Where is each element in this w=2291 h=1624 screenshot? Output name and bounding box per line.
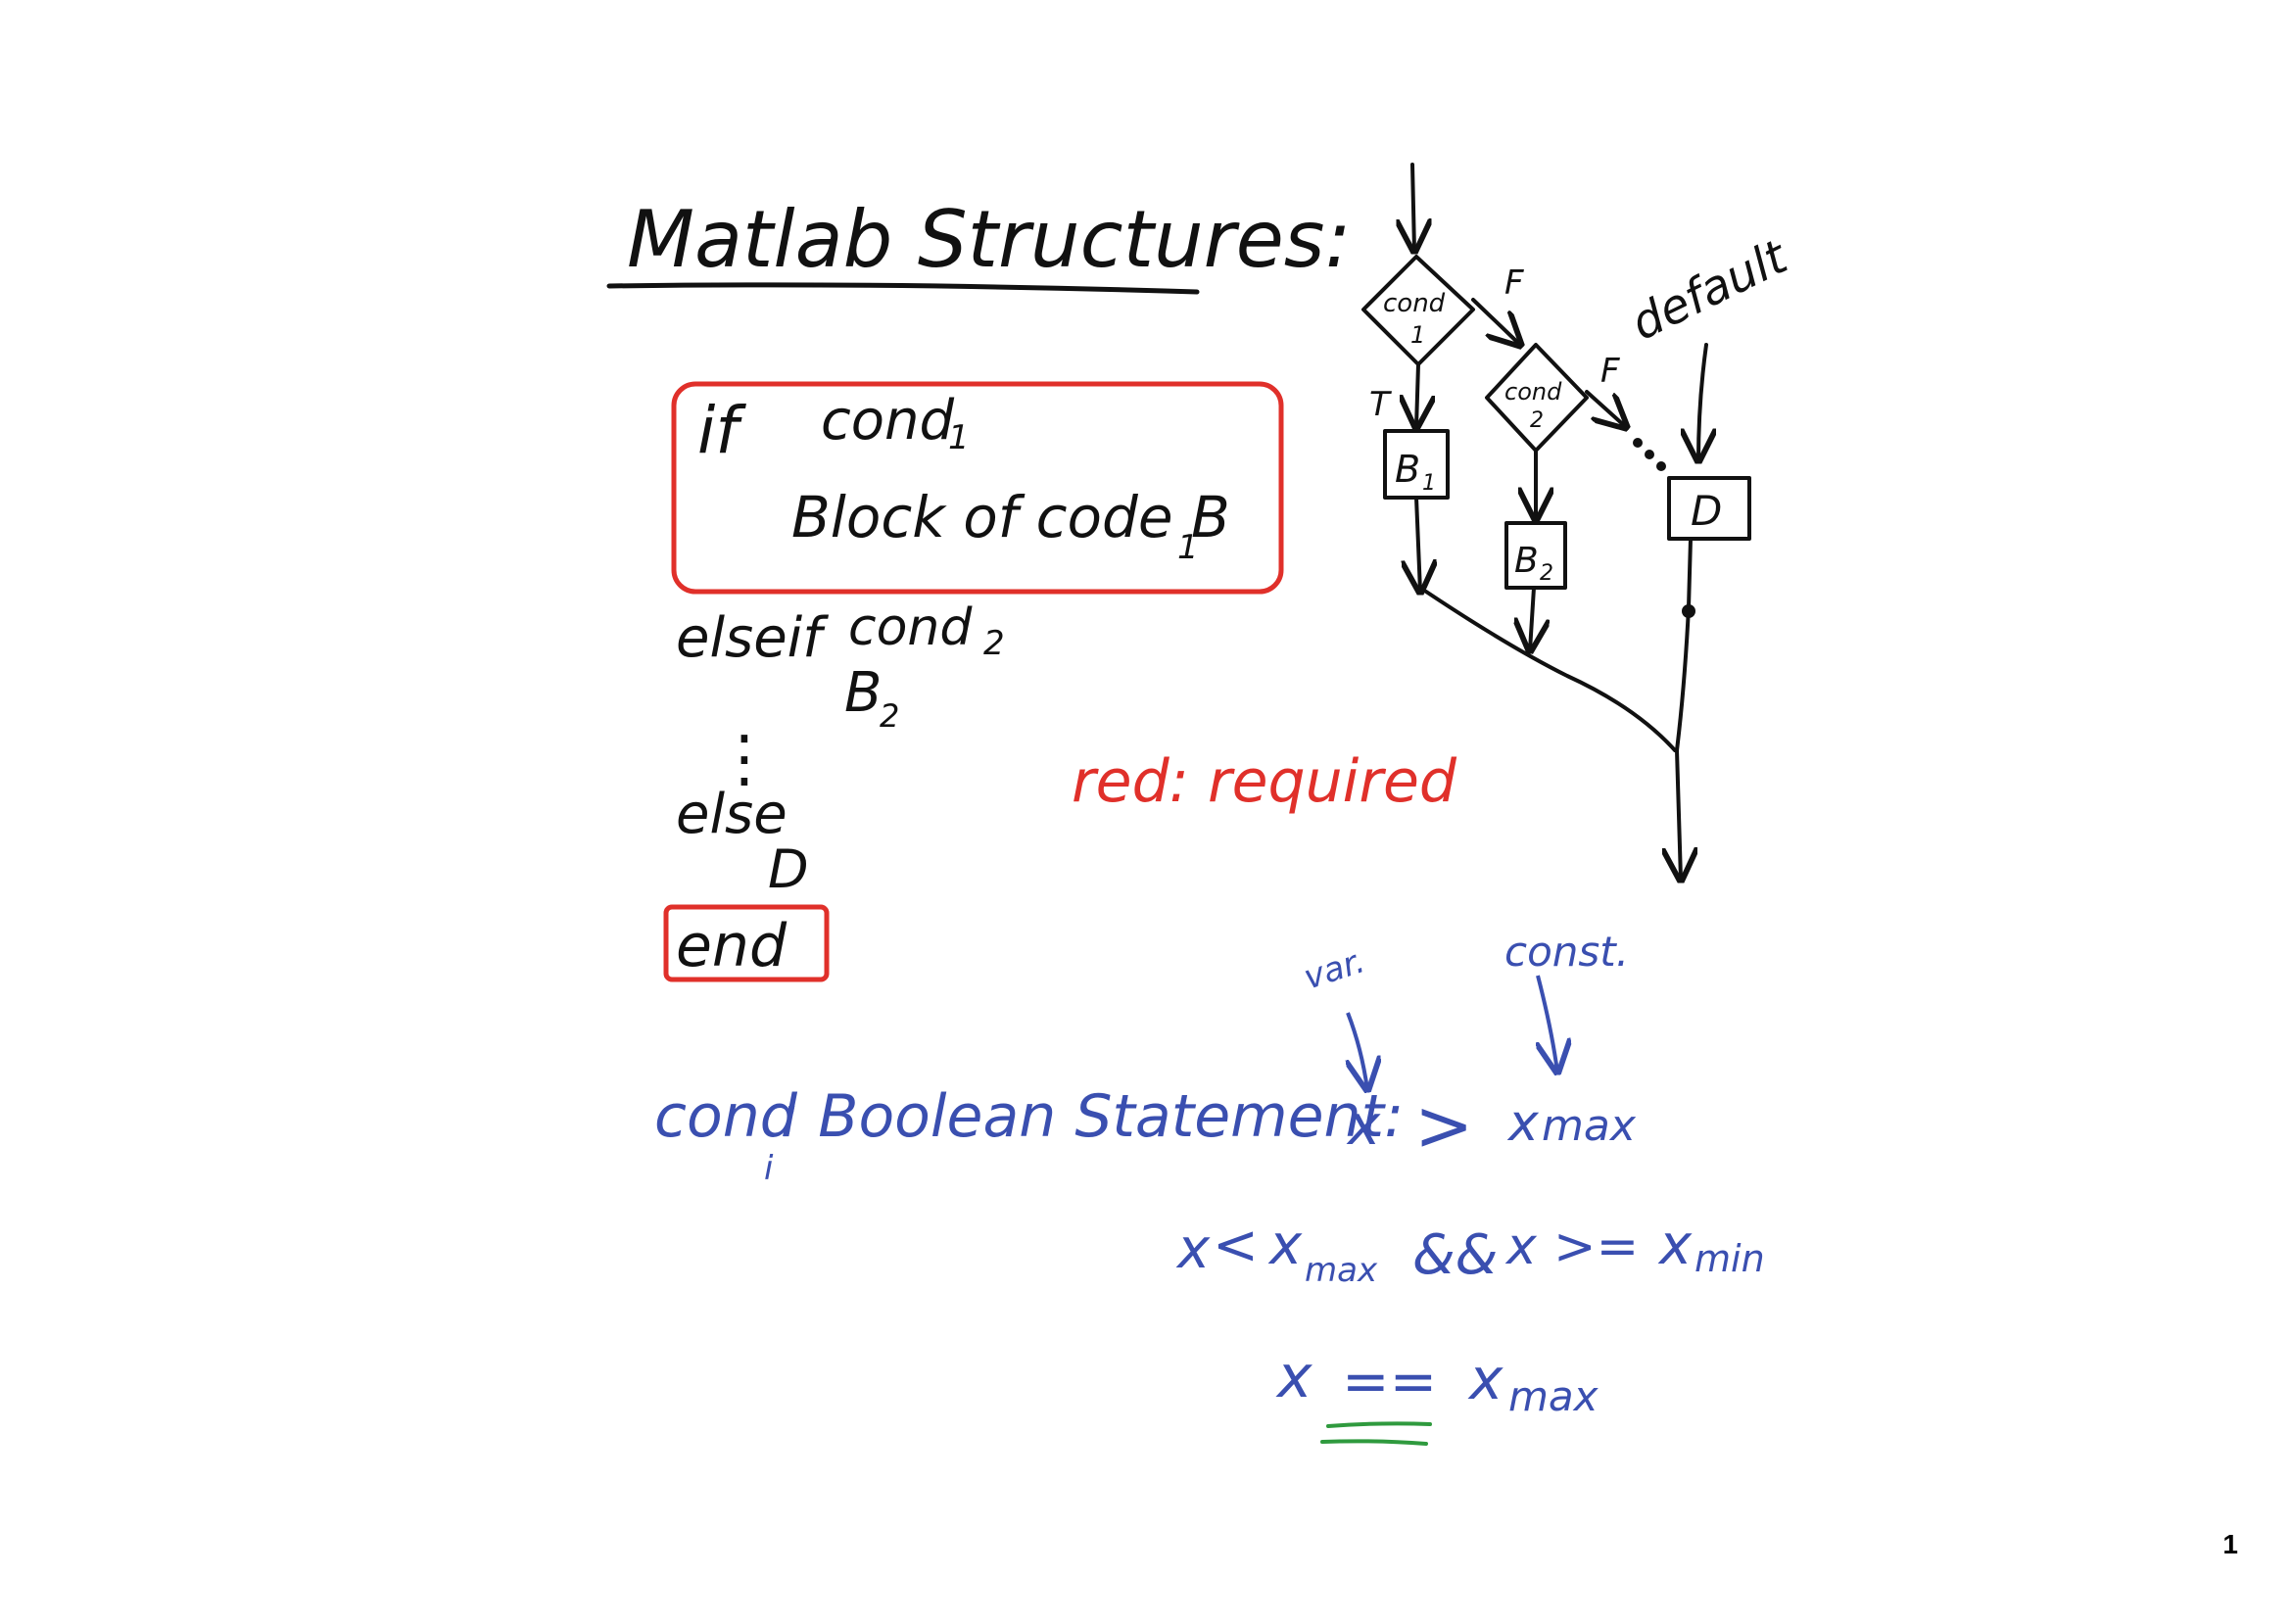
ex2-b-sub: max	[1305, 1251, 1378, 1290]
ex1-rhs-sub: max	[1542, 1101, 1637, 1151]
equality-underline-1	[1326, 1421, 1432, 1428]
if-keyword: if	[697, 393, 746, 468]
join-dot	[1682, 604, 1695, 618]
if-block-required-box	[671, 381, 1284, 595]
ellipsis-dot-2	[1645, 450, 1654, 459]
b2-box-sub: 2	[1540, 561, 1553, 586]
ex2-c: x	[1504, 1218, 1538, 1276]
cond2-diamond-label: cond	[1504, 378, 1562, 406]
ellipsis-dot-3	[1656, 461, 1666, 471]
required-legend: red: required	[1072, 747, 1457, 816]
title-underline	[606, 282, 1200, 295]
merge-line	[1424, 590, 1677, 752]
ex2-op1: <	[1213, 1214, 1259, 1277]
ex2-op2: >=	[1553, 1218, 1639, 1276]
boolean-statement-label: : Boolean Statement:	[780, 1082, 1404, 1151]
b2-subscript: 2	[880, 697, 899, 735]
ex2-b: x	[1267, 1214, 1303, 1277]
cond1-diamond-sub: 1	[1410, 321, 1425, 349]
elseif-keyword: elseif	[676, 606, 829, 670]
false1-label: F	[1504, 263, 1524, 303]
ex2-d: x	[1657, 1214, 1693, 1277]
d-box-label: D	[1691, 487, 1722, 535]
cond-label: cond	[654, 1082, 798, 1151]
page-title: Matlab Structures:	[627, 194, 1351, 285]
end-keyword: end	[676, 912, 788, 980]
b1-box-sub: 1	[1422, 471, 1436, 496]
const-arrow	[1538, 975, 1557, 1072]
b1-exit-arrow	[1416, 496, 1420, 592]
exit-arrow	[1677, 748, 1681, 880]
else-keyword: else	[676, 783, 788, 846]
b1-box-label: B	[1395, 448, 1420, 491]
cond2-text: cond	[848, 598, 973, 657]
equality-underline-2	[1320, 1439, 1428, 1446]
false1-arrow	[1471, 298, 1520, 345]
true-label: T	[1369, 385, 1392, 424]
ellipsis-dots: ⋮	[713, 723, 776, 795]
default-block-d: D	[768, 838, 809, 900]
page-number: 1	[2222, 1529, 2238, 1559]
true-arrow	[1416, 362, 1418, 427]
flowchart	[1361, 163, 1751, 880]
cond1-text: cond	[821, 389, 955, 453]
ellipsis-dot-1	[1633, 438, 1643, 448]
ex1-rhs: x	[1506, 1094, 1540, 1153]
false2-arrow	[1585, 390, 1626, 427]
ex2-d-sub: min	[1694, 1237, 1765, 1280]
default-arrow	[1698, 343, 1706, 460]
d-box	[1667, 476, 1751, 541]
end-required-box	[663, 904, 830, 982]
ex3-rhs-sub: max	[1508, 1372, 1599, 1420]
ex1-lhs: x	[1346, 1094, 1381, 1158]
d-exit-line	[1675, 537, 1693, 752]
cond-subscript: i	[764, 1149, 774, 1188]
b2-exit-arrow	[1530, 586, 1534, 650]
b2-box-label: B	[1514, 541, 1539, 581]
false2-label: F	[1600, 352, 1620, 391]
ex2-and: &&	[1412, 1223, 1498, 1287]
b2-text: B	[844, 661, 882, 725]
ex3-operator: ==	[1342, 1348, 1437, 1414]
block-of-code-text: Block of code B	[791, 484, 1230, 550]
var-label: var.	[1299, 941, 1369, 997]
ex3-rhs: x	[1467, 1346, 1503, 1412]
ex2-a: x	[1175, 1218, 1211, 1281]
var-arrow	[1348, 1012, 1367, 1089]
default-label: default	[1623, 228, 1797, 351]
const-label: const.	[1504, 928, 1629, 976]
cond2-diamond-sub: 2	[1530, 408, 1544, 433]
cond2-subscript: 2	[983, 624, 1005, 663]
entry-arrow	[1412, 163, 1414, 251]
ex3-lhs: x	[1275, 1343, 1313, 1411]
block-subscript: 1	[1177, 528, 1199, 567]
cond1-diamond-label: cond	[1383, 289, 1446, 318]
ex1-operator: >	[1414, 1084, 1473, 1167]
cond1-subscript: 1	[948, 418, 970, 457]
